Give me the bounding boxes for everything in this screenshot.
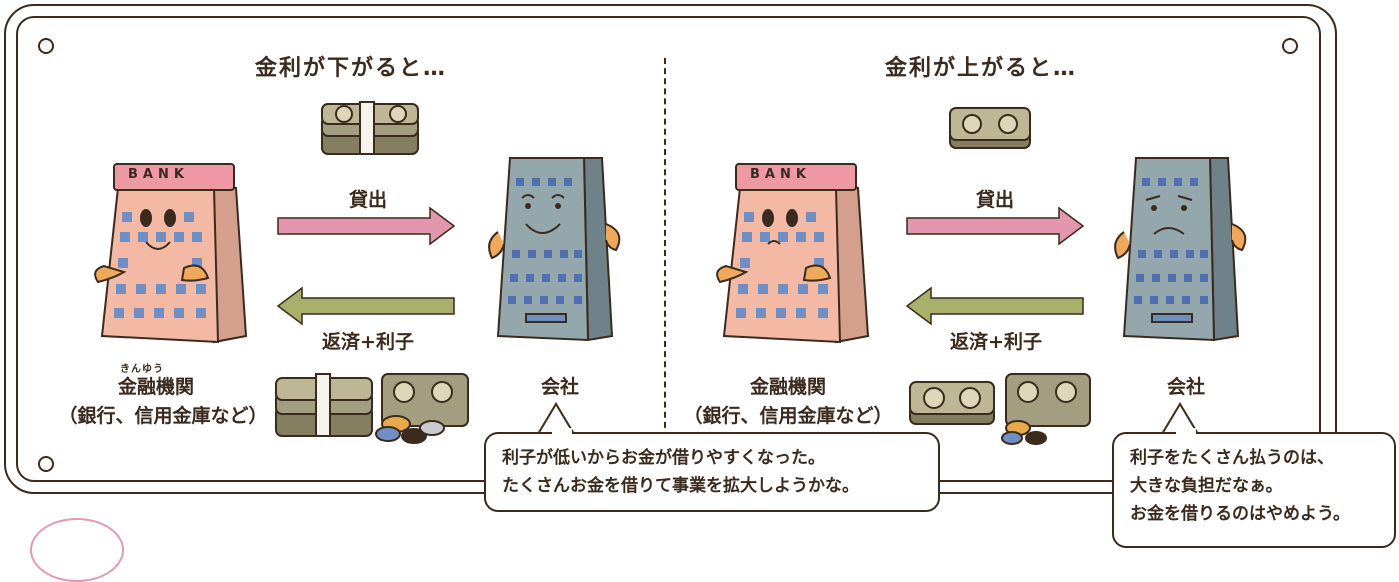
bank-ruby: きんゆう xyxy=(120,364,164,375)
repay-arrow xyxy=(276,286,455,326)
right-bank-sub: （銀行、信用金庫など） xyxy=(683,405,893,427)
left-bubble-line: 利子が低いからお金が借りやすくなった。 xyxy=(502,448,825,468)
right-company-label: 会社 xyxy=(1166,376,1205,398)
left-speech-bubble: 利子が低いからお金が借りやすくなった。 たくさんお金を借りて事業を拡大しようかな… xyxy=(484,432,940,512)
bank-sign: BANK xyxy=(128,167,189,182)
pin-hole xyxy=(38,456,54,472)
right-bank-name: 金融機関 xyxy=(749,376,826,398)
bank-building-icon xyxy=(716,163,870,344)
pin-hole xyxy=(38,38,54,54)
money-bundle-icon xyxy=(321,101,419,155)
money-and-coins-icon xyxy=(275,373,469,444)
bank-sign: BANK xyxy=(750,167,811,182)
right-loan-label: 貸出 xyxy=(975,189,1014,211)
right-bubble-line: 利子をたくさん払うのは、 xyxy=(1130,448,1334,468)
left-bubble-line: たくさんお金を借りて事業を拡大しようかな。 xyxy=(502,476,859,496)
bubble-tail-cover xyxy=(552,428,572,436)
right-speech-bubble: 利子をたくさん払うのは、 大きな負担だなぁ。 お金を借りるのはやめよう。 xyxy=(1112,432,1396,548)
left-loan-label: 貸出 xyxy=(348,189,387,211)
right-bubble-line: 大きな負担だなぁ。 xyxy=(1130,476,1283,496)
left-repay-label: 返済+利子 xyxy=(322,331,414,353)
money-and-coins-icon xyxy=(909,373,1091,445)
bank-building-icon xyxy=(94,163,248,344)
panel-divider xyxy=(664,58,666,438)
left-company-label: 会社 xyxy=(540,376,579,398)
company-building-icon xyxy=(488,157,621,342)
loan-arrow xyxy=(277,206,456,246)
money-bill-icon xyxy=(949,107,1031,149)
left-bank-name: 金融機関 xyxy=(117,376,194,398)
pin-hole xyxy=(1282,38,1298,54)
right-title: 金利が上がると… xyxy=(885,56,1078,81)
right-bubble-line: お金を借りるのはやめよう。 xyxy=(1130,504,1350,524)
stamp-decoration xyxy=(30,518,124,582)
left-bank-sub: （銀行、信用金庫など） xyxy=(58,405,268,427)
company-building-icon xyxy=(1114,157,1247,342)
left-title: 金利が下がると… xyxy=(255,56,448,81)
right-repay-label: 返済+利子 xyxy=(950,331,1042,353)
bubble-tail-cover xyxy=(1176,428,1196,436)
loan-arrow xyxy=(906,206,1085,246)
repay-arrow xyxy=(905,286,1084,326)
